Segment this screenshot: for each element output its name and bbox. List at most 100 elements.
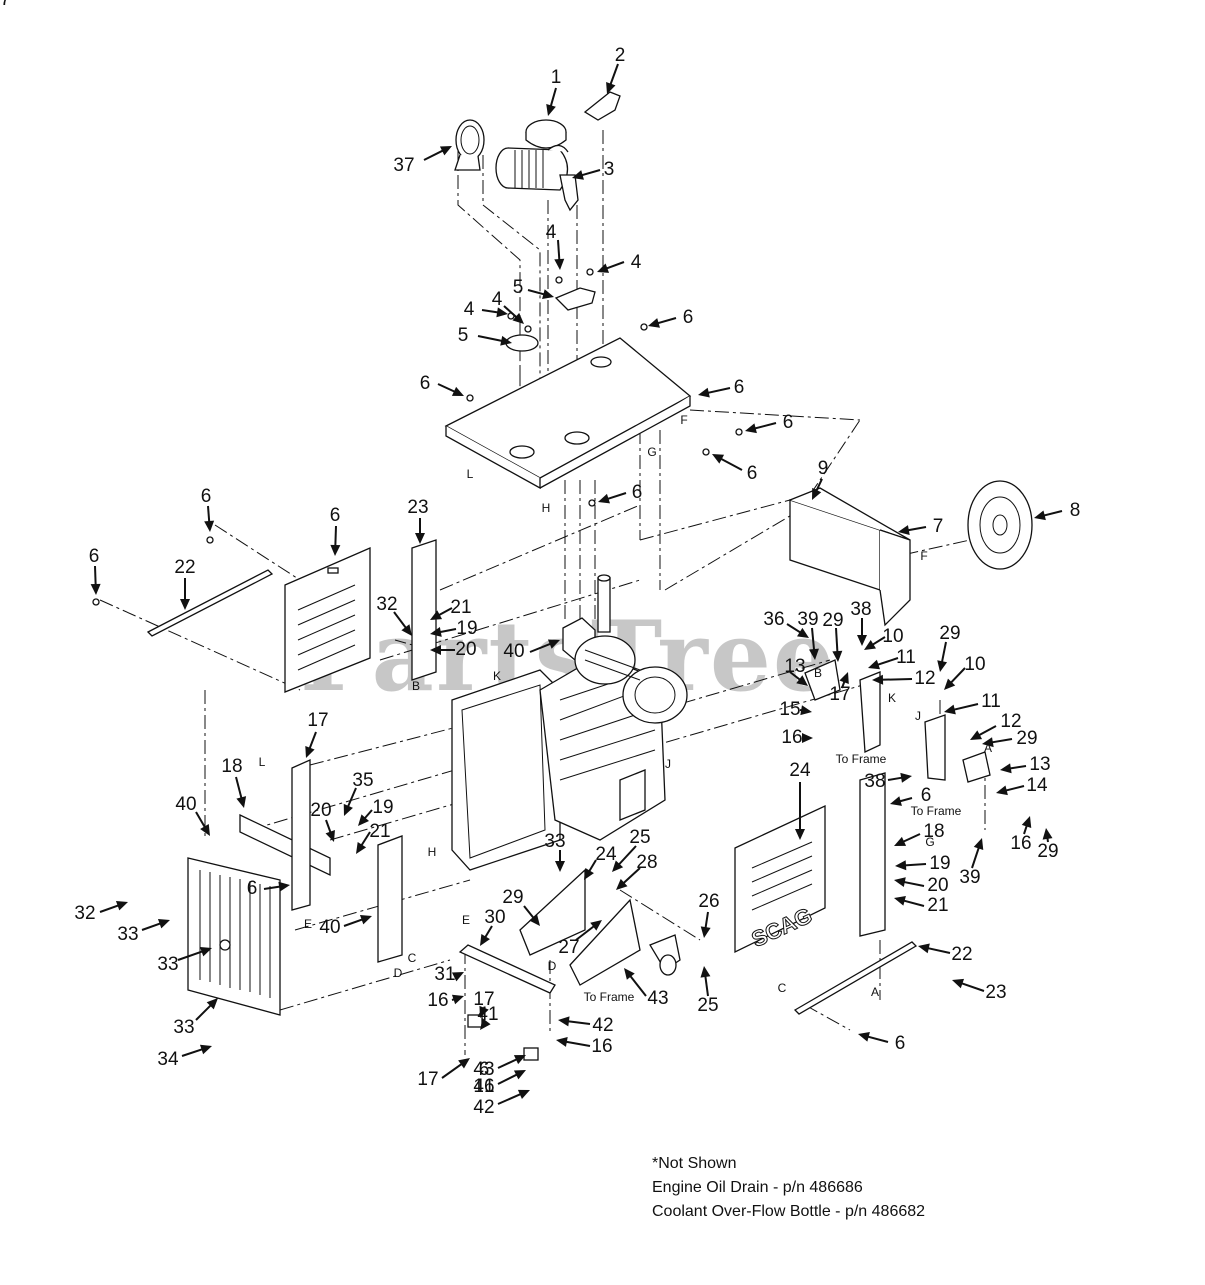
- callout-leader: [835, 627, 839, 655]
- callout-20: 20: [430, 639, 477, 660]
- callout-arrowhead: [858, 1032, 870, 1042]
- callout-number: 33: [117, 924, 138, 945]
- callout-number: 17: [0, 0, 11, 10]
- callout-arrowhead: [430, 627, 442, 637]
- callout-number: 16: [427, 990, 448, 1011]
- callout-arrowhead: [864, 639, 876, 650]
- callout-leader: [359, 831, 371, 848]
- side-panel-8: [789, 487, 911, 627]
- callout-13: 13: [1000, 754, 1051, 775]
- callout-22: 22: [174, 557, 196, 610]
- callout-arrowhead: [598, 493, 611, 504]
- to-frame-label: To Frame: [584, 990, 635, 1004]
- callout-36: 36: [763, 609, 809, 638]
- callout-11: 11: [868, 647, 916, 670]
- callout-arrowhead: [796, 675, 808, 686]
- callout-arrowhead: [572, 170, 584, 180]
- callout-6: 6: [698, 377, 744, 398]
- callout-number: 4: [464, 299, 475, 320]
- callout-43: 43: [473, 1055, 526, 1080]
- callout-number: 6: [632, 482, 643, 503]
- callout-number: 27: [558, 937, 579, 958]
- callout-leader: [343, 917, 365, 927]
- callout-arrowhead: [199, 946, 212, 957]
- callout-number: 5: [513, 277, 524, 298]
- callout-arrowhead: [439, 146, 452, 156]
- callout-arrowhead: [597, 263, 610, 273]
- callout-6: 6: [89, 546, 101, 595]
- callout-arrowhead: [590, 920, 602, 931]
- callout-6: 6: [598, 482, 643, 504]
- callout-arrowhead: [648, 318, 660, 328]
- callout-arrowhead: [944, 704, 956, 715]
- callout-leader: [811, 627, 816, 653]
- callout-arrowhead: [546, 104, 556, 116]
- callout-19: 19: [358, 797, 394, 826]
- connection-letter: G: [647, 445, 656, 459]
- callout-arrowhead: [1000, 763, 1012, 774]
- callout-arrowhead: [496, 307, 508, 318]
- callout-number: 20: [455, 639, 476, 660]
- connection-letter: H: [542, 501, 551, 515]
- callout-leader: [865, 1035, 889, 1043]
- callout-leader: [549, 87, 557, 109]
- support-strap-23-left: [146, 569, 274, 637]
- callout-number: 32: [74, 903, 95, 924]
- connection-letter: D: [394, 966, 403, 980]
- callout-42: 42: [473, 1089, 530, 1118]
- callout-number: 40: [503, 641, 524, 662]
- callout-leader: [616, 845, 637, 867]
- callout-arrowhead: [700, 966, 711, 978]
- callout-8: 8: [1034, 500, 1080, 521]
- callout-arrowhead: [115, 900, 128, 911]
- callout-arrowhead: [204, 520, 215, 532]
- callout-number: 6: [783, 412, 794, 433]
- callout-number: 24: [595, 844, 617, 865]
- callout-number: 19: [372, 797, 393, 818]
- callout-32: 32: [74, 900, 128, 924]
- callout-28: 28: [616, 852, 658, 890]
- callout-25: 25: [697, 966, 719, 1016]
- callout-17: 17: [305, 710, 329, 758]
- callout-leader: [1041, 510, 1063, 518]
- callout-arrowhead: [206, 998, 218, 1010]
- callout-43: 43: [624, 968, 669, 1009]
- callout-leader: [235, 776, 243, 801]
- callout-leader: [925, 946, 951, 954]
- callout-leader: [608, 63, 619, 87]
- callout-leader: [621, 867, 641, 886]
- callout-number: 23: [407, 497, 428, 518]
- callout-arrowhead: [606, 81, 616, 94]
- callout-16: 16: [1010, 816, 1032, 854]
- callout-leader: [565, 1019, 591, 1025]
- connection-letter: K: [493, 669, 501, 683]
- callout-arrowhead: [236, 796, 247, 808]
- callout-number: 33: [157, 954, 178, 975]
- callout-leader: [181, 1047, 205, 1057]
- callout-31: 31: [434, 964, 464, 985]
- callout-39: 39: [797, 609, 819, 660]
- crossbar-35: [239, 813, 331, 877]
- callout-40: 40: [319, 914, 372, 938]
- callout-number: 35: [352, 770, 373, 791]
- callout-leader: [875, 657, 899, 667]
- engine-mount-bracket-13-upper: [859, 671, 881, 753]
- callout-arrowhead: [430, 645, 441, 655]
- callout-arrowhead: [356, 842, 367, 854]
- callout-arrowhead: [401, 624, 412, 636]
- callout-42: 42: [558, 1015, 614, 1036]
- callout-number: 19: [456, 618, 477, 639]
- air-cleaner-cap: [525, 119, 567, 149]
- callout-number: 42: [473, 1097, 494, 1118]
- callout-number: 6: [747, 463, 758, 484]
- callout-6: 6: [479, 1059, 490, 1080]
- callout-number: 20: [310, 800, 331, 821]
- callout-arrowhead: [802, 733, 813, 743]
- callout-arrowhead: [918, 943, 930, 954]
- to-frame-label: To Frame: [836, 752, 887, 766]
- callout-number: 43: [473, 1059, 494, 1080]
- callout-leader: [497, 1092, 524, 1105]
- callout-arrowhead: [458, 1058, 470, 1069]
- connection-letter: D: [548, 959, 557, 973]
